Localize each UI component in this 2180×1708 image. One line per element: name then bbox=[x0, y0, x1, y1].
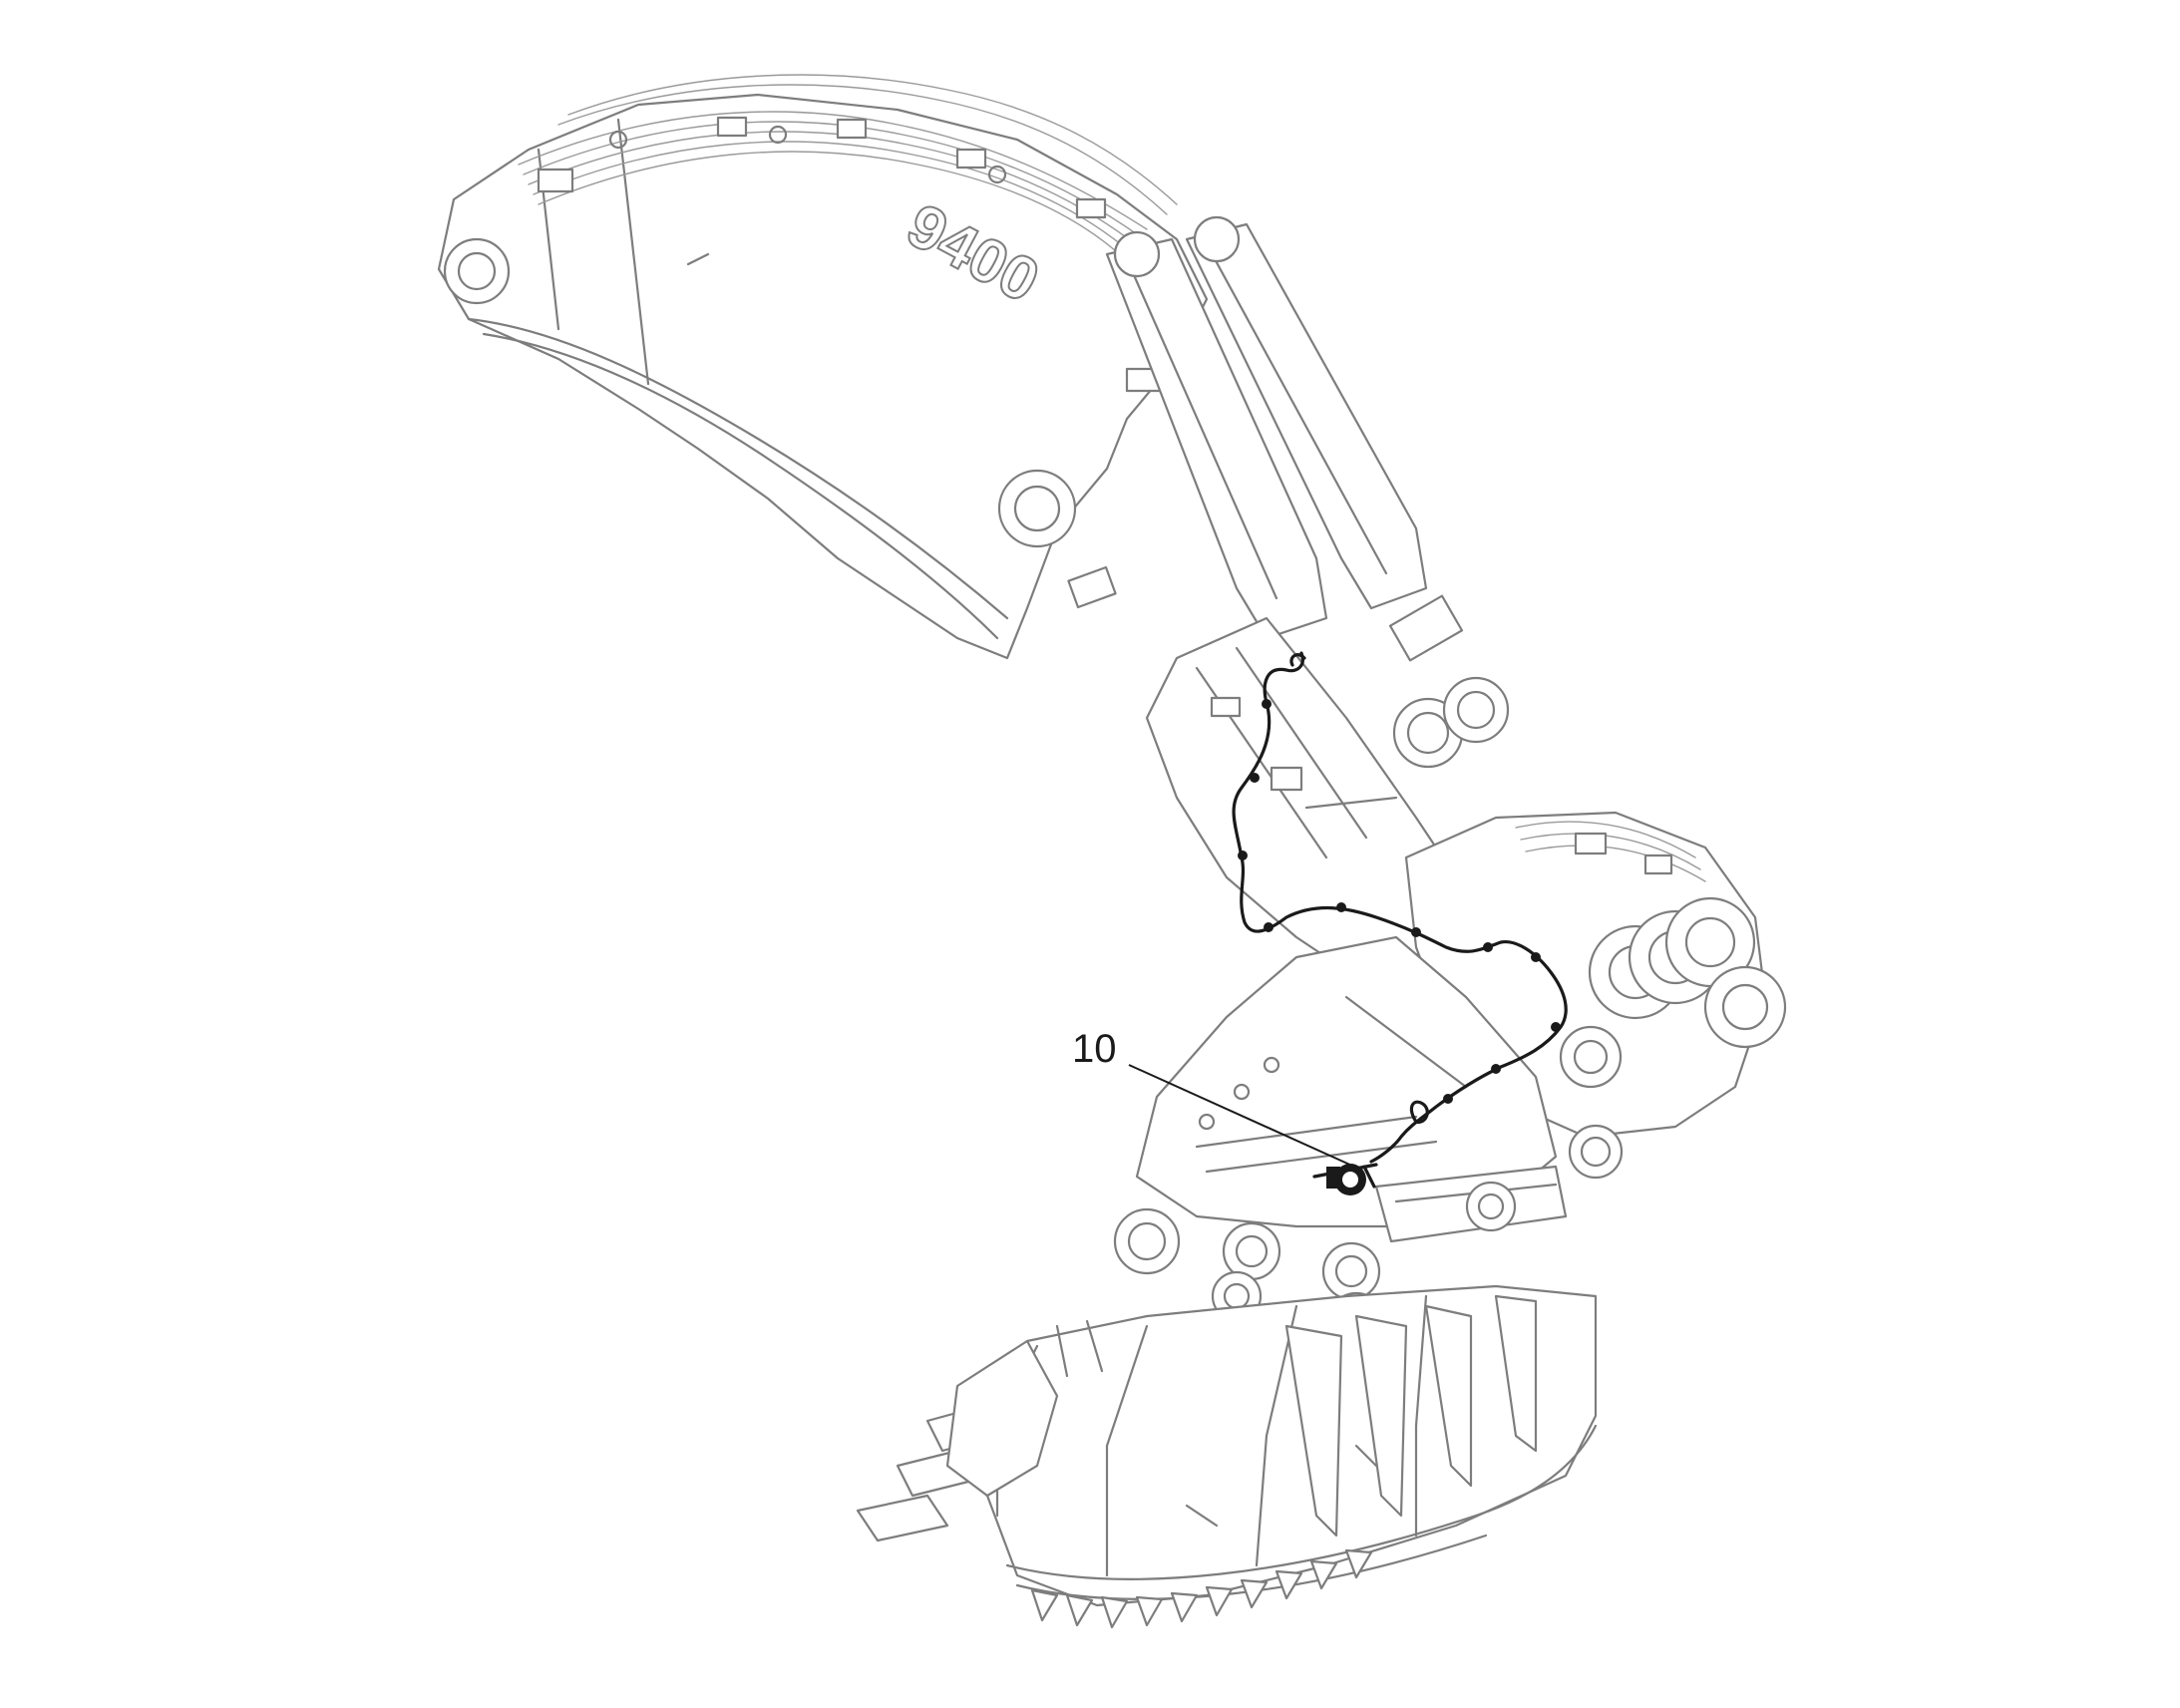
boom-cylinders bbox=[1105, 215, 1510, 769]
electrical-harness bbox=[1232, 651, 1568, 1196]
callout-label: 10 bbox=[1072, 1027, 1117, 1071]
stick bbox=[1145, 616, 1458, 979]
callout-leader bbox=[1128, 1064, 1355, 1168]
boom-hydraulic-lines bbox=[518, 74, 1178, 278]
harness-cable bbox=[1232, 651, 1568, 1164]
boom-foot-pin bbox=[443, 237, 511, 305]
bucket-teeth bbox=[1030, 1548, 1373, 1629]
callout-10: 10 bbox=[1072, 1027, 1355, 1168]
bucket bbox=[856, 1284, 1598, 1629]
boom-cylinder-pin bbox=[997, 469, 1077, 548]
electrical-harness-connector bbox=[1312, 1163, 1378, 1196]
linkage-pin bbox=[1113, 1207, 1181, 1275]
boom: 9400 bbox=[437, 93, 1209, 660]
